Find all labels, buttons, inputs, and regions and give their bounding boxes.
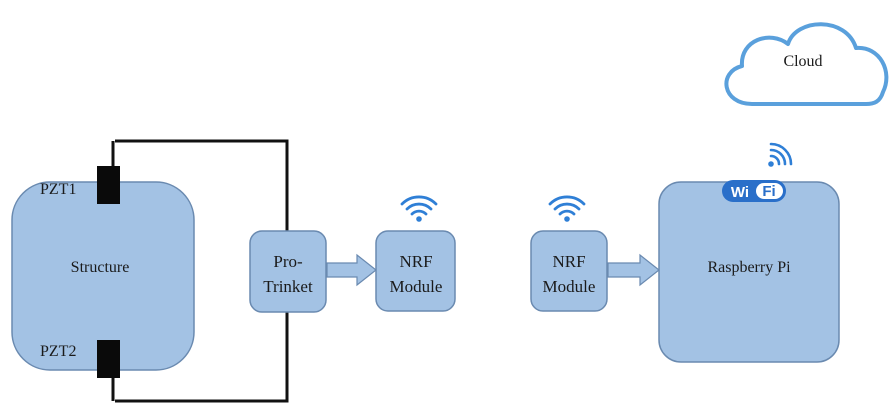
nrf-receive-box xyxy=(530,230,608,312)
wifi-badge-inner xyxy=(756,183,783,199)
pzt2-block xyxy=(97,340,120,378)
pro-trinket-box xyxy=(249,230,327,313)
pzt2-sensor: PZT2 xyxy=(40,340,120,378)
structure-node: Structure xyxy=(11,181,195,371)
pro-trinket-label-line1: Pro- xyxy=(273,252,303,271)
wifi-badge-text-right: Fi xyxy=(762,183,775,200)
raspberry-pi-label: Raspberry Pi xyxy=(707,259,791,276)
pzt2-label: PZT2 xyxy=(40,343,76,360)
nrf-transmit-node: NRF Module xyxy=(375,195,456,312)
wifi-signal-icon xyxy=(400,195,438,222)
arrow-nrf-to-raspberry-pi xyxy=(607,253,660,287)
wifi-badge-text-left: Wi xyxy=(731,184,749,201)
wifi-signal-icon xyxy=(548,195,586,222)
pzt1-label: PZT1 xyxy=(40,181,76,198)
nrf-receive-label-line1: NRF xyxy=(552,252,585,271)
nrf-receive-node: NRF Module xyxy=(530,195,608,312)
sensor-wiring xyxy=(111,139,289,403)
structure-label: Structure xyxy=(71,259,130,276)
cloud-shape xyxy=(724,22,889,106)
pzt1-block xyxy=(97,166,120,204)
cloud-label: Cloud xyxy=(783,53,822,70)
wifi-badge: Wi Fi xyxy=(722,180,786,202)
raspberry-pi-node: Raspberry Pi xyxy=(658,181,840,363)
wire-top xyxy=(115,139,289,231)
nrf-transmit-label-line1: NRF xyxy=(399,252,432,271)
pro-trinket-label-line2: Trinket xyxy=(263,277,313,296)
pzt1-sensor: PZT1 xyxy=(40,166,120,204)
nrf-transmit-label-line2: Module xyxy=(390,277,443,296)
wire-bottom xyxy=(115,312,289,403)
wifi-broadcast-icon xyxy=(768,142,793,167)
arrow-trinket-to-nrf xyxy=(326,253,377,287)
cloud-node: Cloud xyxy=(724,22,889,106)
nrf-receive-label-line2: Module xyxy=(543,277,596,296)
pro-trinket-node: Pro- Trinket xyxy=(249,230,327,313)
nrf-transmit-box xyxy=(375,230,456,312)
